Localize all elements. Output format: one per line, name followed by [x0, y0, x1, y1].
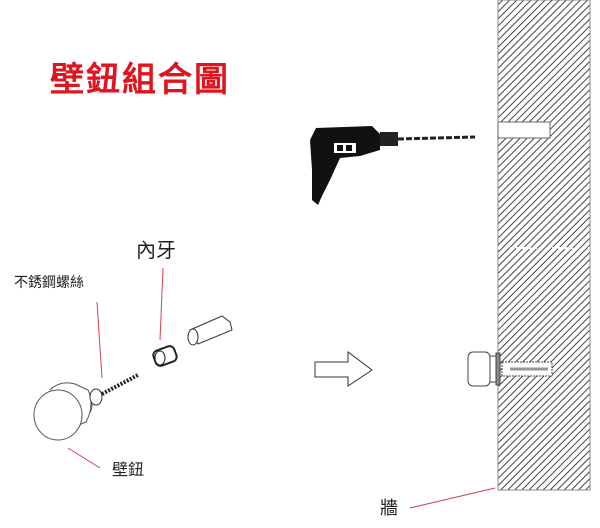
- leader-button: [67, 447, 101, 469]
- label-insert: 內牙: [136, 238, 176, 262]
- leader-wall: [409, 487, 496, 509]
- wall-plug: [187, 315, 233, 346]
- leader-screw: [96, 301, 103, 379]
- drill-icon: [310, 126, 476, 205]
- wall: [497, 0, 591, 491]
- label-screw: 不銹鋼螺絲: [14, 275, 84, 291]
- screw: [89, 373, 139, 406]
- assembled-button: [467, 351, 553, 387]
- label-button: 壁鈕: [112, 460, 145, 479]
- wall-button: [33, 382, 93, 441]
- arrow-right-icon: [314, 351, 373, 387]
- diagram-title: 壁鈕組合圖: [50, 60, 230, 100]
- drilled-hole: [497, 121, 551, 139]
- label-wall: 牆: [380, 498, 398, 519]
- leader-insert: [159, 267, 164, 341]
- threaded-insert: [152, 345, 178, 367]
